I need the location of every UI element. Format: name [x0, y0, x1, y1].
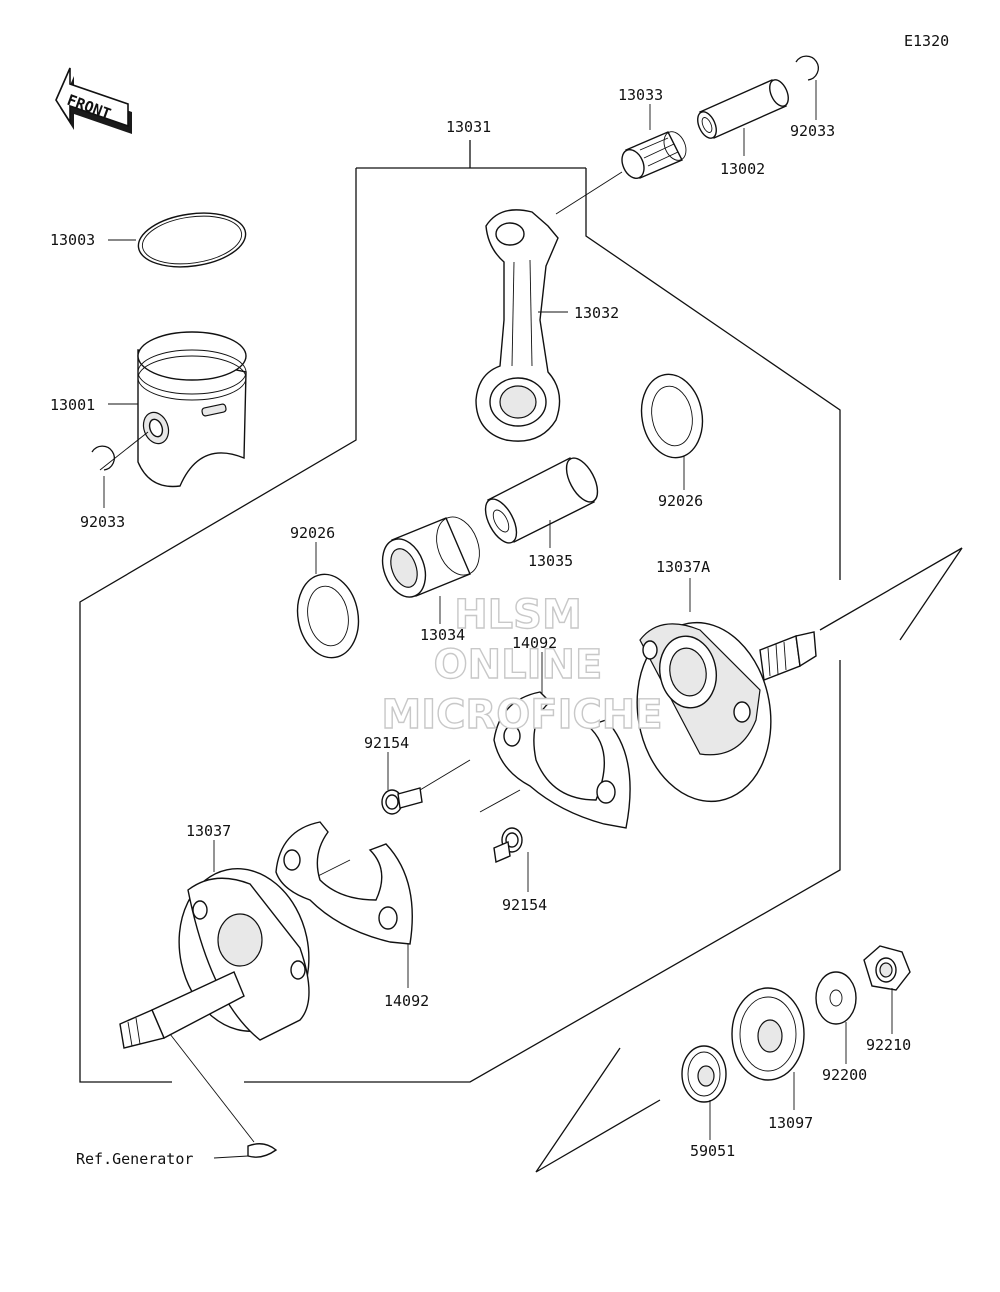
thrust-washer-right — [640, 373, 704, 459]
label-13031[interactable]: 13031 — [446, 118, 491, 136]
piston-pin-clip-top — [795, 55, 819, 81]
label-92026-left[interactable]: 92026 — [290, 524, 335, 542]
piston — [137, 331, 247, 488]
crank-axis — [309, 547, 963, 1173]
big-end-bearing — [381, 516, 480, 598]
label-13003[interactable]: 13003 — [50, 231, 95, 249]
watermark-line-1: HLSM — [454, 592, 582, 638]
label-92033-top[interactable]: 92033 — [790, 122, 835, 140]
counterweight-left — [275, 821, 413, 945]
watermark: HLSM ONLINE MICROFICHE — [381, 591, 664, 738]
small-gear — [681, 1045, 727, 1103]
label-13097[interactable]: 13097 — [768, 1114, 813, 1132]
label-13034[interactable]: 13034 — [420, 626, 465, 644]
front-arrow-icon: FRONT — [55, 67, 132, 134]
watermark-line-2: ONLINE — [434, 642, 603, 688]
part-labels: 13031 13033 92033 13002 13003 13032 1300… — [50, 86, 911, 1168]
small-end-bearing — [621, 131, 687, 179]
label-13035[interactable]: 13035 — [528, 552, 573, 570]
crankshaft-right-half — [636, 621, 817, 803]
nut — [863, 945, 911, 991]
crank-pin — [484, 457, 599, 544]
label-ref-generator[interactable]: Ref.Generator — [76, 1150, 193, 1168]
diagram-id: E1320 — [904, 32, 949, 50]
label-13001[interactable]: 13001 — [50, 396, 95, 414]
label-92154-left[interactable]: 92154 — [364, 734, 409, 752]
piston-ring — [137, 212, 247, 268]
label-92026-right[interactable]: 92026 — [658, 492, 703, 510]
thrust-washer-left — [296, 573, 360, 659]
piston-pin — [697, 79, 789, 139]
connecting-rod — [475, 209, 561, 442]
bolt-right — [493, 827, 523, 864]
label-92200[interactable]: 92200 — [822, 1066, 867, 1084]
group-frame — [79, 140, 841, 1083]
leader-lines — [99, 80, 893, 1140]
label-13033[interactable]: 13033 — [618, 86, 663, 104]
label-13032[interactable]: 13032 — [574, 304, 619, 322]
label-13037[interactable]: 13037 — [186, 822, 231, 840]
label-13037A[interactable]: 13037A — [656, 558, 710, 576]
washer — [815, 971, 857, 1025]
bolt-left — [381, 787, 423, 815]
counterweight-right — [493, 691, 631, 829]
piston-pin-clip-left — [91, 445, 115, 471]
watermark-line-3: MICROFICHE — [381, 692, 662, 738]
label-92154-right[interactable]: 92154 — [502, 896, 547, 914]
label-14092-bottom[interactable]: 14092 — [384, 992, 429, 1010]
label-59051[interactable]: 59051 — [690, 1142, 735, 1160]
primary-gear — [731, 987, 805, 1081]
crankshaft-left-half — [119, 867, 310, 1049]
label-92033-left[interactable]: 92033 — [80, 513, 125, 531]
label-13002[interactable]: 13002 — [720, 160, 765, 178]
reference-leader — [169, 1033, 278, 1159]
label-92210[interactable]: 92210 — [866, 1036, 911, 1054]
label-14092-top[interactable]: 14092 — [512, 634, 557, 652]
